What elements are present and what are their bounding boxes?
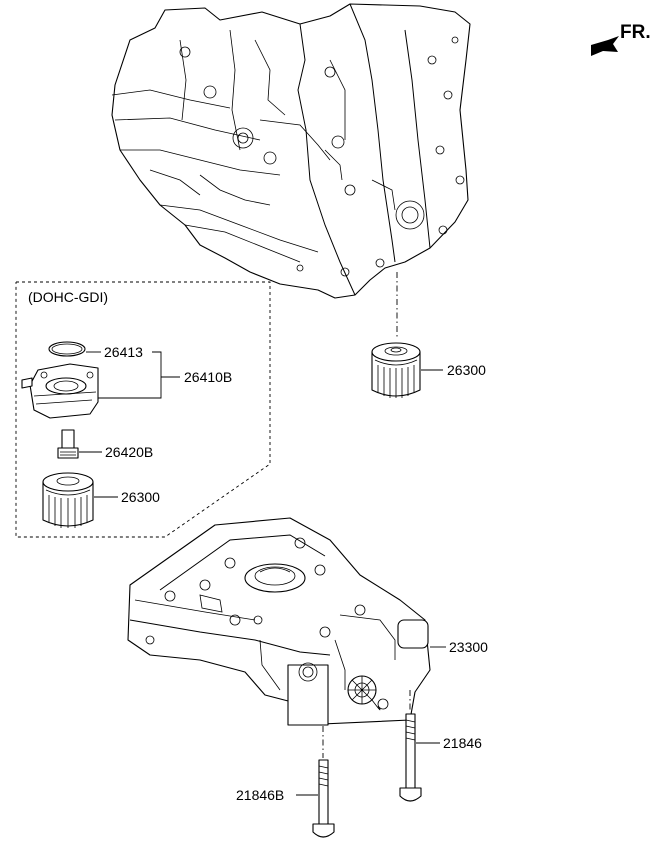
callout-26420b: 26420B — [105, 444, 153, 460]
connector-bolt — [57, 429, 79, 459]
o-ring — [48, 341, 86, 357]
callout-26300-variant: 26300 — [121, 489, 160, 505]
callout-23300: 23300 — [449, 639, 488, 655]
front-direction-label: FR. — [620, 22, 651, 43]
variant-box-title: (DOHC-GDI) — [28, 289, 108, 305]
variant-box-dohc-gdi: (DOHC-GDI) — [15, 281, 271, 538]
bolt-21846 — [399, 713, 422, 802]
oil-filter-main — [371, 342, 421, 398]
front-direction-indicator: FR. — [591, 22, 651, 56]
oil-filter-variant — [42, 472, 94, 528]
callout-26413: 26413 — [104, 344, 143, 360]
oil-pump-module — [127, 517, 431, 726]
callout-21846: 21846 — [443, 735, 482, 751]
callout-26410b: 26410B — [184, 369, 232, 385]
engine-block — [111, 3, 471, 299]
callout-21846b: 21846B — [236, 787, 284, 803]
front-direction-arrow-icon — [591, 36, 619, 56]
oil-cooler — [21, 363, 99, 419]
bolt-21846b — [312, 759, 335, 838]
callout-26300-main: 26300 — [447, 362, 486, 378]
